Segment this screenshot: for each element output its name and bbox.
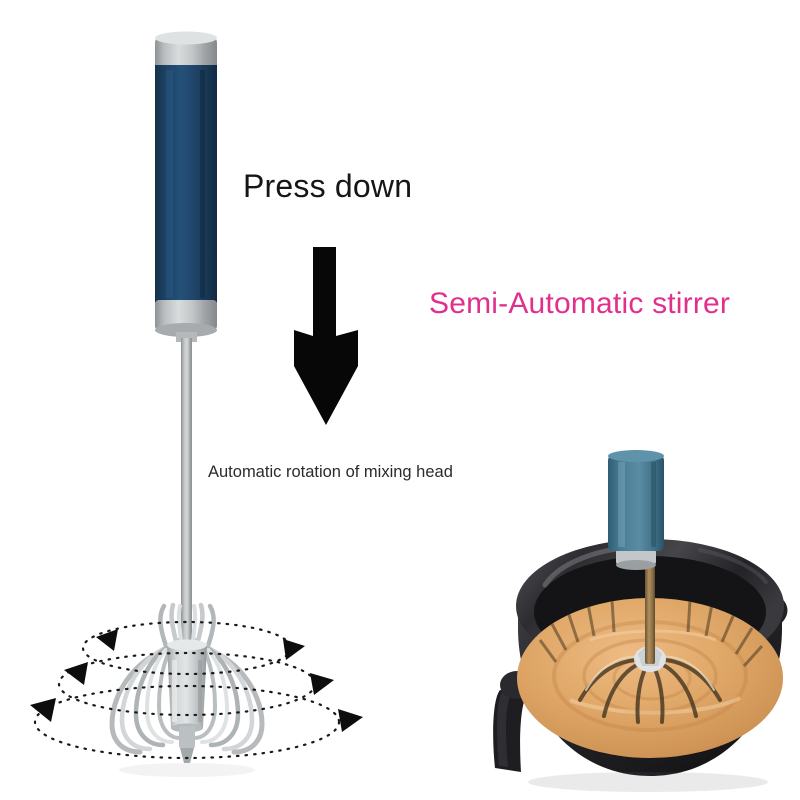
whisk-handle-body [155,65,217,303]
page-title: Semi-Automatic stirrer [429,287,731,320]
rotation-arc-top [81,620,293,676]
whisk-wire-loops [109,638,265,755]
bowl-shadow [528,772,768,792]
immersed-whisk [578,548,722,724]
photo-whisk-handle [608,450,664,570]
whisk-tip [179,726,195,763]
whisk-ferrule [155,300,217,342]
bowl-body [518,600,782,776]
bowl-handle [493,671,534,772]
whisk-shadow [119,763,255,777]
bowl-spout [744,588,788,631]
down-arrow-icon [294,247,358,425]
bowl-rim [516,539,784,673]
whisk-shaft [181,338,192,656]
whisk-hub [167,639,207,733]
whisk-upper-wires [158,602,216,649]
rotation-arc-bottom [33,684,341,760]
rotation-arc-middle [57,651,317,717]
whisk-handle-cap [155,31,217,69]
rotation-arrowheads [30,629,363,732]
press-down-label: Press down [243,168,413,204]
batter-surface [517,598,783,758]
rotation-caption-label: Automatic rotation of mixing head [208,463,453,481]
